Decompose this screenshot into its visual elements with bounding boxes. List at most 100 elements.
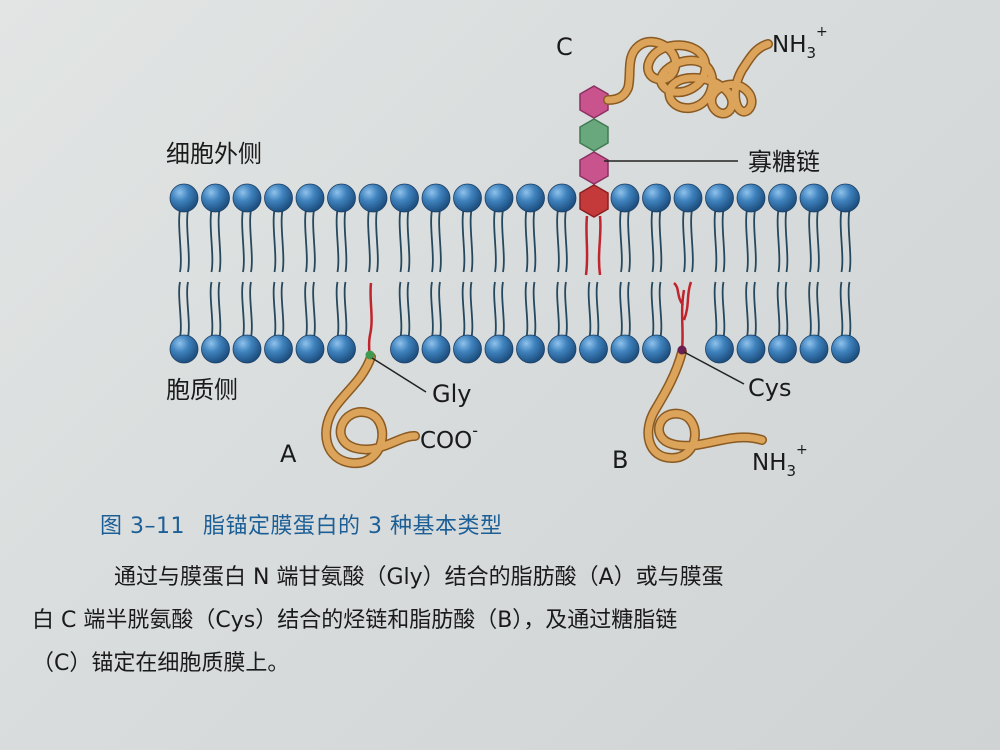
lipid-tail (249, 281, 253, 338)
lipid-tail (627, 209, 631, 273)
sugar-hexagon-4 (579, 184, 609, 218)
lipid-tail (493, 209, 497, 273)
lipid-tail (398, 209, 403, 273)
protein-b (643, 345, 767, 463)
lipid-head (799, 334, 829, 364)
lipid-head (736, 334, 766, 364)
lipid-head (579, 334, 608, 364)
lipid-head (799, 183, 829, 213)
lipid-head (484, 183, 514, 213)
lipid-tail (304, 281, 308, 338)
lipid-tail (343, 209, 348, 273)
lipid-tail (335, 209, 340, 273)
lipid-tail (406, 281, 411, 338)
label-oligosaccharide: 寡糖链 (748, 148, 820, 176)
label-b: B (612, 446, 628, 474)
label-nh3-b: NH3+ (752, 442, 808, 480)
lipid-tail (272, 209, 277, 273)
lipid-tail (721, 209, 726, 273)
lipid-tail (682, 209, 686, 273)
lipid-tail (312, 281, 316, 338)
lipid-tail (501, 281, 505, 338)
lipid-head (295, 334, 325, 364)
lipid-tail (217, 209, 222, 273)
lipid-tail (524, 209, 529, 273)
lipid-tail (847, 209, 852, 273)
lipid-tail (595, 281, 600, 338)
lipid-tail (776, 209, 781, 273)
description-line-1: 通过与膜蛋白 N 端甘氨酸（Gly）结合的脂肪酸（A）或与膜蛋 (114, 565, 724, 590)
lipid-head (201, 334, 230, 364)
lipid-tail (808, 281, 812, 338)
gly-anchor-dot (365, 350, 375, 360)
lipid-head (264, 334, 293, 364)
lipid-tail (556, 209, 560, 273)
leader-lines (371, 160, 745, 393)
lipid-head (453, 183, 482, 213)
lipid-head (169, 183, 199, 213)
lipid-tail (532, 209, 537, 273)
lipid-tail (406, 209, 411, 273)
lipid-tail (178, 281, 182, 338)
lipid-tail (209, 209, 214, 273)
lipid-tail (524, 281, 529, 338)
lipid-tail (839, 281, 844, 338)
lipid-tail (658, 281, 663, 338)
lipid-tail (304, 209, 308, 273)
lipid-tail (438, 281, 442, 338)
figure-title: 脂锚定膜蛋白的 3 种基本类型 (203, 514, 503, 539)
lipid-head (610, 183, 640, 213)
lipid-tail (241, 209, 245, 273)
lipid-tail (690, 209, 694, 273)
lipid-tail (556, 281, 560, 338)
protein-c (603, 36, 773, 119)
lipid-tail (650, 281, 655, 338)
fatty-acid-b (673, 281, 693, 351)
lipid-tail (241, 281, 245, 338)
lipid-head (547, 183, 577, 213)
lipid-head (642, 334, 671, 364)
lipid-tail (753, 209, 757, 273)
lipid-tail (721, 281, 726, 338)
lipid-tail (430, 209, 434, 273)
lipid-tail (650, 209, 655, 273)
lipid-head (768, 334, 797, 364)
glycolipid-tail-1 (584, 215, 589, 276)
lipid-tail (312, 209, 316, 273)
lipid-tail (776, 281, 781, 338)
label-cytoplasmic: 胞质侧 (166, 376, 238, 404)
lipid-head (736, 183, 766, 213)
lipid-tail (493, 281, 497, 338)
lipid-tail (186, 281, 190, 338)
lipid-tail (343, 281, 348, 338)
lipid-tail (280, 281, 285, 338)
lipid-tail (469, 281, 474, 338)
lipid-head (264, 183, 293, 213)
lipid-tail (272, 281, 277, 338)
sugar-hexagon-1 (579, 85, 609, 119)
lipid-head (327, 183, 356, 213)
lipid-tail (564, 281, 568, 338)
label-nh3-c: NH3+ (772, 24, 828, 62)
lipid-head (327, 334, 356, 364)
lipid-tail (438, 209, 442, 273)
lipid-head (390, 183, 419, 213)
lipid-tail (784, 209, 789, 273)
label-coo: COO- (420, 421, 478, 454)
lipid-tail (839, 209, 844, 273)
lipid-tail (619, 209, 623, 273)
protein-a (321, 350, 420, 469)
lipid-head (295, 183, 325, 213)
lipid-tail (501, 209, 505, 273)
lipid-tail (335, 281, 340, 338)
lipid-head (547, 334, 577, 364)
lipid-head (358, 183, 388, 213)
lipid-tail (217, 281, 222, 338)
lipid-head (232, 183, 262, 213)
lipid-head (831, 334, 860, 364)
label-gly: Gly (432, 380, 471, 408)
lipid-tail (713, 209, 718, 273)
lipid-head (232, 334, 262, 364)
sugar-hexagon-3 (579, 151, 609, 185)
